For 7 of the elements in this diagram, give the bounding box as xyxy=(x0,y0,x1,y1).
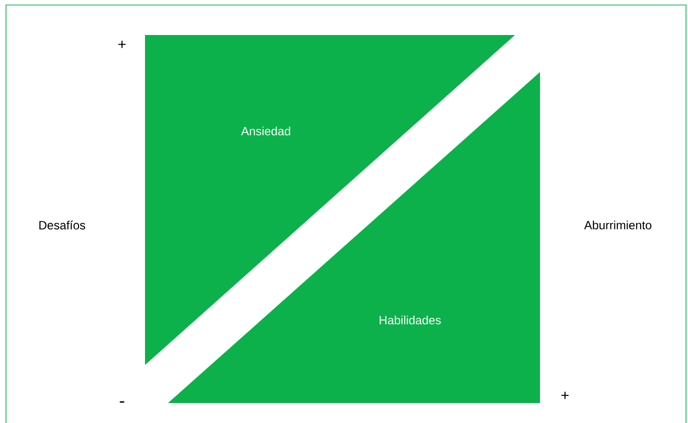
axis-sign: + xyxy=(561,392,569,399)
axis-label: Aburrimiento xyxy=(584,220,652,230)
node-label: Ansiedad xyxy=(241,126,290,136)
axis-sign: + xyxy=(118,40,126,48)
axis-sign: - xyxy=(120,401,124,403)
node-label: Habilidades xyxy=(380,316,441,324)
axis-label: Desafíos xyxy=(39,220,86,230)
